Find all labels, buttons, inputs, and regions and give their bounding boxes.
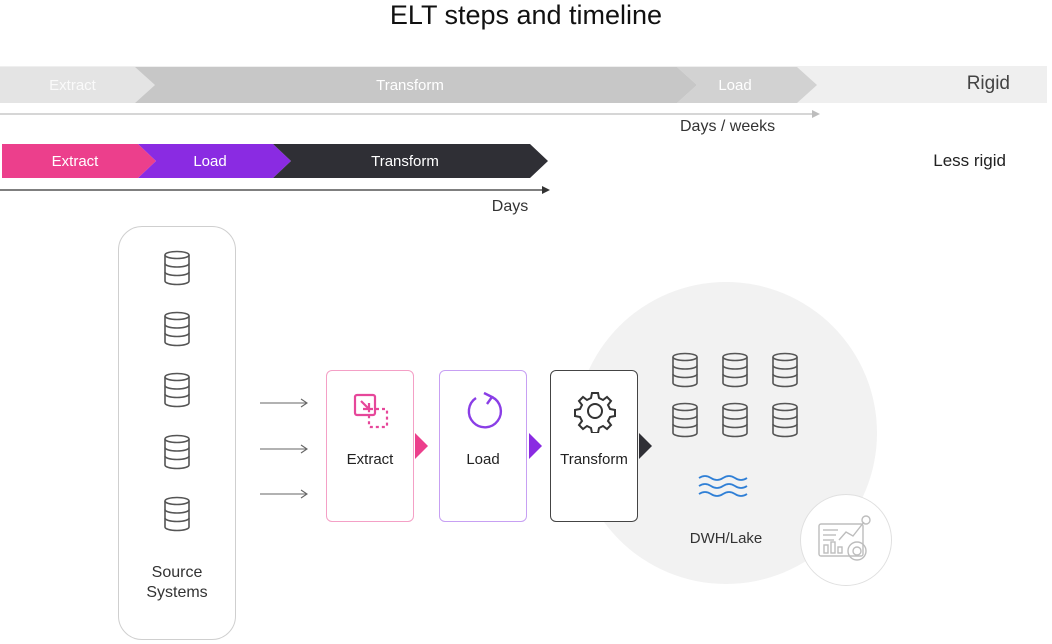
rigid-axis-label: Days / weeks (680, 118, 776, 135)
gear-icon (574, 392, 616, 433)
source-systems-box (118, 226, 236, 640)
less-axis-arrowhead (542, 186, 550, 194)
load-card-label: Load (466, 451, 500, 468)
load-card: Load (439, 370, 527, 522)
transform-card-label: Transform (560, 451, 628, 468)
input-arrowhead (300, 398, 308, 408)
database-icon (722, 402, 748, 438)
database-icon (164, 250, 190, 286)
database-icon (672, 352, 698, 388)
less-step-transform-label: Transform (371, 153, 439, 170)
transform-card: Transform (550, 370, 638, 522)
rigid-step-extract-shape (0, 67, 155, 103)
less-step-transform-shape (273, 144, 548, 178)
rigid-axis-arrowhead (812, 110, 820, 118)
less-step-load-shape (138, 144, 291, 178)
connector-load-to-transform (529, 433, 542, 459)
database-icon (722, 352, 748, 388)
extract-icon (353, 393, 389, 429)
rigid-step-transform-label: Transform (376, 77, 444, 94)
rigid-step-extract-label: Extract (49, 77, 96, 94)
database-icon (164, 496, 190, 532)
dwh-lake-label: DWH/Lake (689, 530, 763, 547)
rigid-step-transform-shape (135, 67, 697, 103)
database-icon (672, 402, 698, 438)
database-icon (772, 352, 798, 388)
source-systems-label: Source Systems (146, 564, 208, 601)
connector-extract-to-load (415, 433, 428, 459)
input-arrowhead (300, 489, 308, 499)
less-step-extract-shape (2, 144, 156, 178)
database-icon (772, 402, 798, 438)
refresh-icon (467, 391, 502, 429)
less-axis-label: Days (491, 198, 529, 215)
page-title: ELT steps and timeline (389, 0, 663, 30)
database-icon (164, 434, 190, 470)
less-step-load-label: Load (193, 153, 227, 170)
rigid-step-load-label: Load (718, 77, 752, 94)
input-arrowhead (300, 444, 308, 454)
less-step-extract-label: Extract (51, 153, 99, 170)
rigid-step-load-shape (677, 67, 817, 103)
rigid-row-label: Rigid (966, 73, 1010, 94)
analytics-circle (800, 494, 892, 586)
database-icon (164, 372, 190, 408)
connector-transform-to-lake (639, 433, 652, 459)
extract-card-label: Extract (346, 451, 394, 468)
extract-card: Extract (326, 370, 414, 522)
database-icon (164, 311, 190, 347)
less-rigid-row-label: Less rigid (933, 151, 1006, 170)
